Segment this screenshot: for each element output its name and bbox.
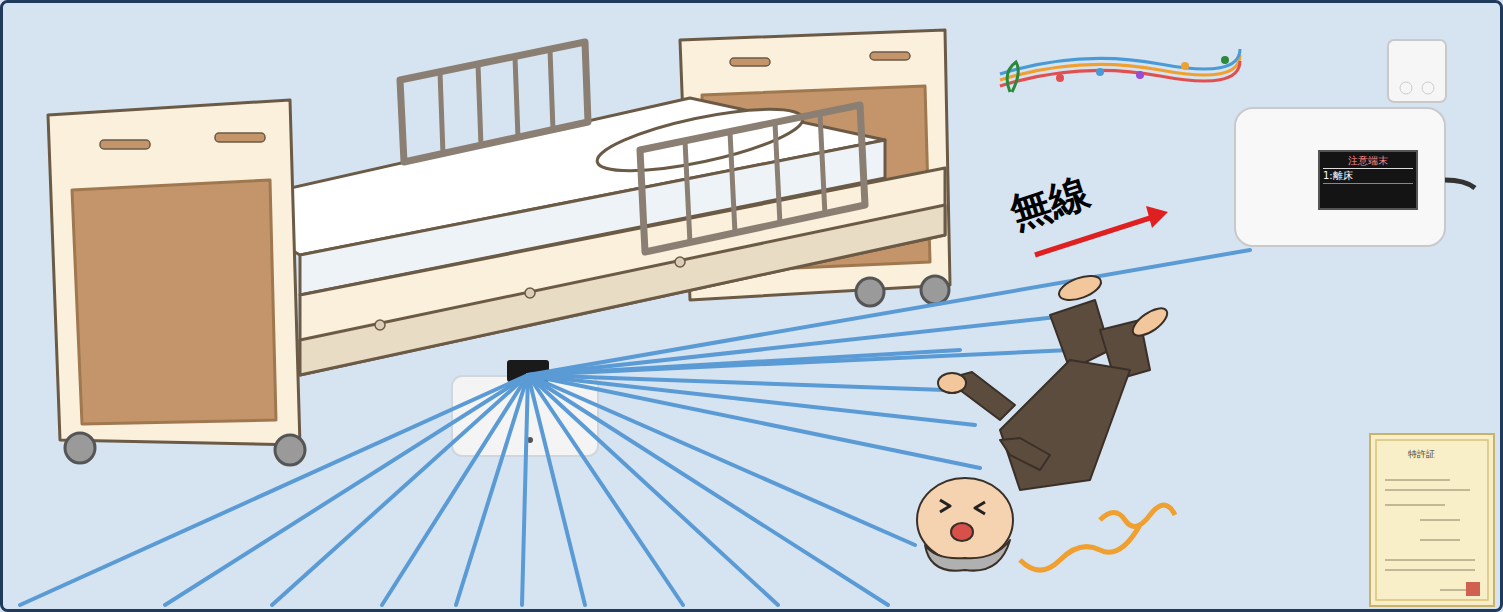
falling-person [917, 271, 1175, 571]
patent-certificate [1370, 434, 1494, 606]
certificate-title: 特許証 [1408, 448, 1435, 461]
sensor-rays [20, 250, 1250, 605]
screen-line: 1:離床 [1323, 169, 1413, 184]
music-notes [1000, 49, 1240, 92]
screen-header: 注意端末 [1323, 154, 1413, 169]
alarm-terminal [1235, 40, 1475, 246]
screen-display: 注意端末1:離床 [1318, 150, 1418, 210]
